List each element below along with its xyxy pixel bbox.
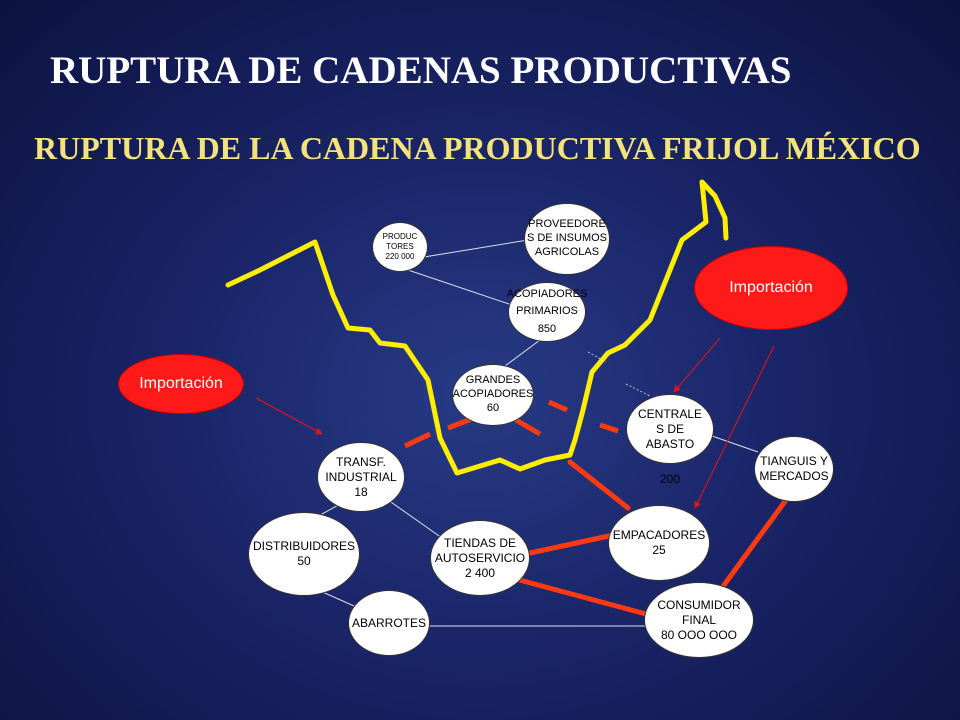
- node-productores: PRODUC TORES 220 000: [372, 222, 428, 272]
- connector-centrales-tianguis: [711, 435, 759, 453]
- connector-productores-proveedores: [417, 239, 529, 259]
- node-acopiadores-primarios: ACOPIADORES PRIMARIOS 850: [507, 282, 587, 342]
- dotted-connector-1: [587, 351, 607, 363]
- connector-transf-tiendas: [387, 499, 443, 539]
- rupture-boundary-line: [225, 179, 729, 476]
- rupture-dash-5: [599, 422, 619, 434]
- rupture-tiendas-consumidor: [509, 575, 649, 617]
- node-tianguis-mercados: TIANGUIS Y MERCADOS: [754, 436, 834, 502]
- label-centrales-count: 200: [659, 472, 681, 486]
- node-proveedores-insumos: PROVEEDORE S DE INSUMOS AGRICOLAS: [524, 203, 610, 275]
- node-consumidor-final: CONSUMIDOR FINAL 80 OOO OOO: [644, 582, 754, 658]
- connector-acopiadores-grandes: [504, 339, 541, 367]
- rupture-dash-1: [403, 431, 432, 449]
- node-importacion-right: Importación: [694, 246, 848, 330]
- node-importacion-left: Importación: [118, 354, 244, 414]
- dotted-connector-2: [625, 383, 651, 397]
- page-subtitle: RUPTURA DE LA CADENA PRODUCTIVA FRIJOL M…: [34, 130, 921, 166]
- node-tiendas-autoservicio: TIENDAS DE AUTOSERVICIO 2 400: [430, 520, 530, 596]
- page-title: RUPTURA DE CADENAS PRODUCTIVAS: [50, 49, 792, 92]
- node-distribuidores: DISTRIBUIDORES 50: [248, 512, 360, 596]
- rupture-tiendas-empacadores: [527, 531, 621, 556]
- rupture-dash-4: [547, 399, 569, 413]
- node-centrales-abasto: CENTRALE S DE ABASTO: [626, 394, 714, 464]
- connector-productores-acopiadores: [407, 269, 513, 306]
- node-empacadores: EMPACADORES 25: [608, 505, 710, 581]
- import-arrow-empacadores: [694, 345, 775, 509]
- import-arrow-transf: [255, 397, 323, 435]
- rupture-tianguis-consumidor: [713, 497, 789, 599]
- import-arrow-centrales: [673, 337, 721, 393]
- node-transf-industrial: TRANSF. INDUSTRIAL 18: [317, 442, 405, 512]
- rupture-grandes-empacadores: [567, 459, 631, 511]
- rupture-dash-3: [514, 417, 542, 437]
- node-abarrotes: ABARROTES: [348, 590, 430, 656]
- node-grandes-acopiadores: GRANDES ACOPIADORES 60: [452, 364, 534, 426]
